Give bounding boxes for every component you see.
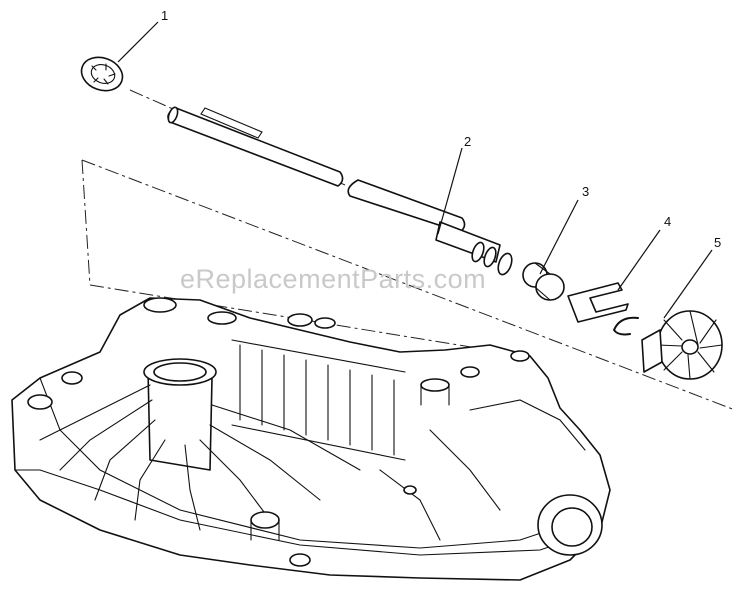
transaxle-housing (11, 297, 611, 581)
callout-2: 2 (464, 134, 471, 149)
callout-4: 4 (664, 214, 671, 229)
leader-5 (663, 249, 713, 319)
retaining-clip-part (567, 282, 629, 323)
leader-2 (437, 147, 463, 235)
callout-leaders (117, 21, 713, 319)
callout-3: 3 (582, 184, 589, 199)
bevel-gear-part (641, 310, 723, 380)
bearing-part (80, 56, 124, 92)
leader-1 (117, 21, 159, 63)
callout-5: 5 (714, 235, 721, 250)
bushing-part (522, 262, 565, 301)
snap-ring-part (613, 316, 639, 336)
watermark-text: eReplacementParts.com (180, 264, 486, 294)
leader-4 (617, 229, 661, 291)
callout-labels: 1 2 3 4 5 (161, 8, 721, 250)
callout-1: 1 (161, 8, 168, 23)
axle-shaft-part (167, 106, 513, 276)
leader-3 (539, 199, 579, 275)
